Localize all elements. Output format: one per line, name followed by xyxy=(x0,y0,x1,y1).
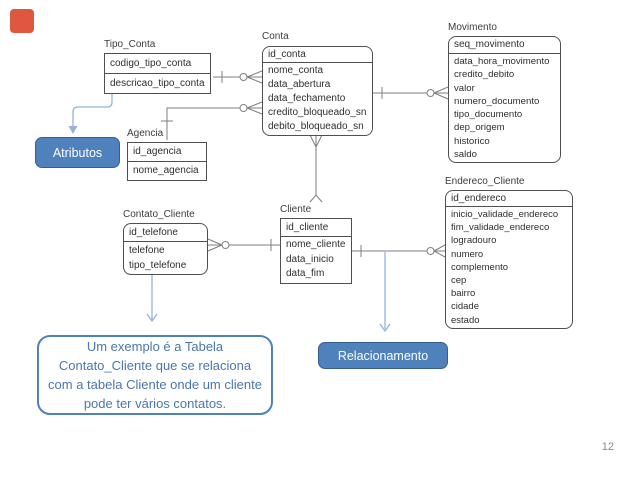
connector-tipoconta-conta xyxy=(213,70,263,84)
entity-attr: fim_validade_endereco xyxy=(451,222,550,234)
entity-attr: debito_bloqueado_sn xyxy=(268,121,364,132)
entity-key: codigo_tipo_conta xyxy=(105,54,210,74)
connector-agencia-conta xyxy=(161,101,263,140)
entity-key: id_telefone xyxy=(124,224,207,242)
callout-arrow-atributos xyxy=(68,93,113,134)
callout-arrow-relacionamento xyxy=(379,252,391,333)
entity-attr: complemento xyxy=(451,261,509,273)
page-number: 12 xyxy=(601,441,614,453)
connector-cliente-endereco xyxy=(352,244,446,258)
entity-title: Cliente xyxy=(280,204,312,215)
entity-conta[interactable]: Conta id_conta nome_conta data_abertura … xyxy=(262,31,373,136)
entity-attr: telefone xyxy=(129,245,165,256)
entity-attr: data_hora_movimento xyxy=(454,56,550,67)
entity-title: Conta xyxy=(262,31,289,42)
corner-decoration-square xyxy=(10,9,34,33)
callout-atributos[interactable]: Atributos xyxy=(35,137,120,168)
entity-attr: credito_debito xyxy=(454,69,515,81)
callout-arrow-example-note xyxy=(146,274,158,323)
entity-attr: credito_bloqueado_sn xyxy=(268,107,367,118)
entity-attr: logradouro xyxy=(451,235,497,247)
entity-attr: estado xyxy=(451,314,480,326)
entity-attr: data_fim xyxy=(286,268,325,280)
entity-attr: data_fechamento xyxy=(268,93,346,104)
entity-attr: tipo_documento xyxy=(454,109,523,121)
entity-key: id_agencia xyxy=(128,143,206,162)
entity-endereco-cliente[interactable]: Endereco_Cliente id_endereco inicio_vali… xyxy=(445,176,573,329)
entity-attr: numero xyxy=(451,248,484,260)
connector-conta-movimento xyxy=(373,86,449,100)
entity-key: seq_movimento xyxy=(449,37,560,54)
entity-attr: cep xyxy=(451,275,467,287)
entity-agencia[interactable]: Agencia id_agencia nome_agencia xyxy=(127,128,207,181)
entity-title: Tipo_Conta xyxy=(104,39,156,50)
entity-tipo-conta[interactable]: Tipo_Conta codigo_tipo_conta descricao_t… xyxy=(104,39,211,94)
entity-key: id_cliente xyxy=(281,219,351,237)
connector-contato-cliente xyxy=(207,238,280,252)
entity-key: id_conta xyxy=(263,47,372,63)
callout-relacionamento[interactable]: Relacionamento xyxy=(318,342,448,369)
entity-attr: data_inicio xyxy=(286,253,334,265)
entity-attr: nome_cliente xyxy=(286,239,346,250)
callout-example-note[interactable]: Um exemplo é a Tabela Contato_Cliente qu… xyxy=(37,335,273,415)
entity-attr: bairro xyxy=(451,288,476,300)
entity-cliente[interactable]: Cliente id_cliente nome_cliente data_ini… xyxy=(280,204,352,284)
entity-title: Movimento xyxy=(448,22,497,33)
entity-attr: nome_conta xyxy=(268,65,324,76)
entity-attr: nome_agencia xyxy=(133,165,199,176)
entity-attr: descricao_tipo_conta xyxy=(110,78,205,89)
entity-attr: valor xyxy=(454,82,475,94)
entity-title: Agencia xyxy=(127,128,164,139)
entity-title: Endereco_Cliente xyxy=(445,176,525,187)
entity-title: Contato_Cliente xyxy=(123,209,195,220)
entity-attr: historico xyxy=(454,135,490,147)
entity-attr: tipo_telefone xyxy=(129,260,187,271)
entity-attr: cidade xyxy=(451,301,479,313)
entity-attr: numero_documento xyxy=(454,95,540,107)
entity-attr: dep_origem xyxy=(454,122,505,134)
entity-attr: inicio_validade_endereco xyxy=(451,209,559,220)
connector-conta-cliente xyxy=(308,132,324,203)
entity-attr: data_abertura xyxy=(268,79,331,90)
entity-contato-cliente[interactable]: Contato_Cliente id_telefone telefone tip… xyxy=(123,209,208,275)
entity-movimento[interactable]: Movimento seq_movimento data_hora_movime… xyxy=(448,22,561,164)
entity-key: id_endereco xyxy=(446,191,572,207)
entity-attr: saldo xyxy=(454,149,477,161)
